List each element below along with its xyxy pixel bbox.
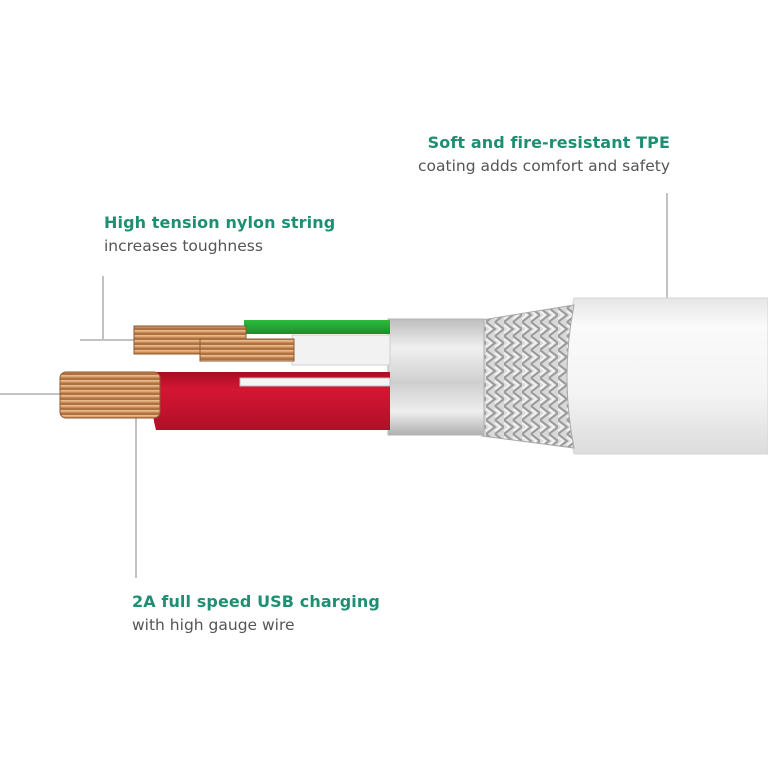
red-wire-copper xyxy=(59,371,161,419)
braided-shield xyxy=(475,304,575,449)
green-wire-insulation xyxy=(244,320,390,334)
nylon-string-title: High tension nylon string xyxy=(104,213,336,232)
tpe-coating-subtitle: coating adds comfort and safety xyxy=(418,157,670,175)
nylon-string xyxy=(239,377,391,387)
white-wire-copper xyxy=(199,338,295,362)
tpe-coating-annotation: Soft and fire-resistant TPE coating adds… xyxy=(404,133,670,175)
nylon-string-annotation: High tension nylon string increases toug… xyxy=(104,213,335,255)
foil-shield xyxy=(387,318,485,436)
nylon-string-subtitle: increases toughness xyxy=(104,237,263,255)
usb-charging-annotation: 2A full speed USB charging with high gau… xyxy=(132,592,380,634)
usb-charging-subtitle: with high gauge wire xyxy=(132,616,295,634)
tpe-jacket xyxy=(565,297,768,455)
usb-charging-title: 2A full speed USB charging xyxy=(132,592,380,611)
white-wire-insulation xyxy=(291,334,391,366)
tpe-coating-title: Soft and fire-resistant TPE xyxy=(427,133,670,152)
